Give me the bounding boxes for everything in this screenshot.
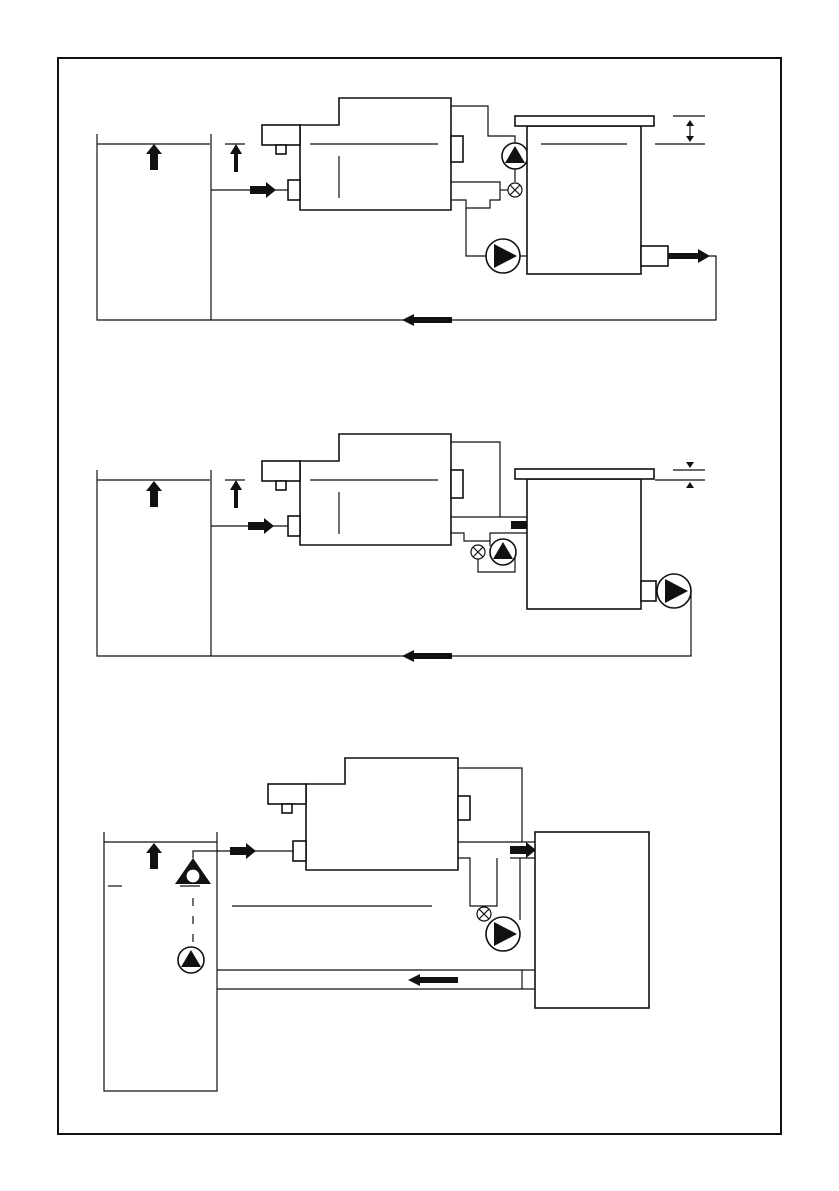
check-valve-icon [471,545,485,559]
receiving-tank [527,126,641,274]
level-marker-icon [686,120,694,126]
receiving-tank [527,479,641,609]
level-up-arrow [146,481,162,507]
motor-stub [276,481,286,490]
side-port [458,796,470,820]
flow-arrow-icon [510,842,536,858]
tank-outlet-port [641,246,668,266]
pump-icon [486,917,520,951]
side-port [451,470,463,498]
flow-arrow-icon [250,182,276,198]
main-unit [300,98,451,210]
diagram-2 [97,434,705,662]
flow-arrow-icon [668,249,710,263]
pump-icon [486,239,520,273]
pump-icon [490,539,516,565]
receiving-tank-lid [515,469,654,479]
check-valve-icon [477,907,491,921]
pump-icon [502,143,528,169]
outlet-manifold [451,182,500,208]
main-unit [306,758,458,870]
lower-pump-line [466,208,486,256]
motor-stub [276,145,286,154]
level-marker-icon [686,462,694,468]
side-port [451,136,463,162]
flow-arrow-icon [230,843,256,859]
motor-housing [268,784,306,804]
inlet-port [288,516,300,536]
motor-housing [262,125,300,145]
receiving-tank [535,832,649,1008]
level-marker-icon [686,482,694,488]
pump-icon [657,574,691,608]
level-marker-icon [686,136,694,142]
motor-housing [262,461,300,481]
tank-outlet-port [641,581,656,601]
level-up-arrow-thin [230,480,242,508]
level-up-arrow-thin [230,144,242,172]
check-valve-icon [508,183,522,197]
inlet-port [288,180,300,200]
inlet-port [293,841,306,861]
return-flow-arrow-icon [402,314,452,326]
level-up-arrow [146,144,162,170]
motor-stub [282,804,292,813]
outlet-manifold [451,533,527,541]
level-up-arrow [146,843,162,869]
pump-icon [178,947,204,973]
return-flow-arrow-icon [408,974,458,986]
diagram-1 [97,98,716,326]
outlet-drop [458,858,497,906]
float-ball [186,869,200,883]
diagram-3 [104,758,649,1091]
main-unit [300,434,451,545]
receiving-tank-lid [515,116,654,126]
flow-arrow-icon [248,518,274,534]
return-flow-arrow-icon [402,650,452,662]
